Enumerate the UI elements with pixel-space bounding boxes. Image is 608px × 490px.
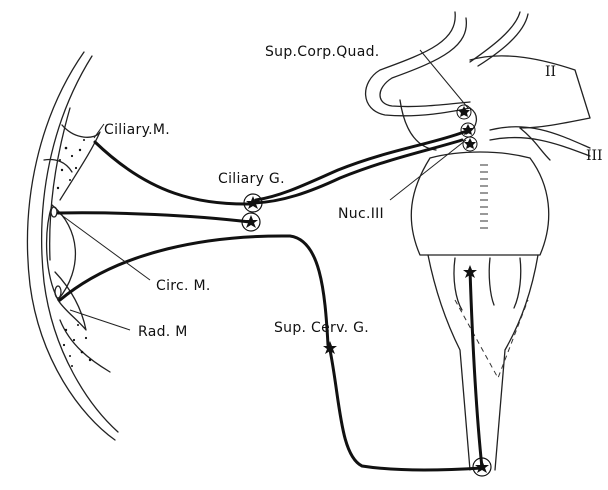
optic-tract <box>470 56 590 128</box>
lens-rim-marker-bottom <box>55 286 61 298</box>
label-optic-nerve: II <box>545 64 556 80</box>
sympathetic-preganglionic-fiber <box>330 350 482 470</box>
fourth-ventricle-dashed <box>455 300 528 378</box>
short-ciliary-nerve-to-circular-muscle <box>58 213 250 222</box>
nucleus-III-cell-2 <box>461 123 475 137</box>
lens-rim-marker-top <box>51 207 57 217</box>
label-sup-cerv-ganglion: Sup. Cerv. G. <box>274 320 369 336</box>
peduncle-loop-inner <box>380 18 470 107</box>
leader-radial-muscle <box>70 310 130 330</box>
pons-midline-striation <box>480 165 488 228</box>
pyramid-right <box>514 258 521 308</box>
lens-right <box>52 205 75 300</box>
label-sup-corp-quad: Sup.Corp.Quad. <box>265 44 380 60</box>
pyramid-mid <box>489 258 494 305</box>
leader-sup-corp-quad <box>420 50 468 108</box>
label-circular-muscle: Circ. M. <box>156 278 211 294</box>
sclera-inner <box>42 56 118 432</box>
label-ciliary-ganglion: Ciliary G. <box>218 171 285 187</box>
label-radial-muscle: Rad. M <box>138 324 188 340</box>
nucleus-III-cell-3 <box>463 137 477 151</box>
tissue-stipple <box>57 139 91 367</box>
leader-ciliary-muscle <box>94 124 104 138</box>
ciliary-body-outline <box>60 125 100 200</box>
nucleus-III-cell-1 <box>457 105 471 119</box>
pyramid-left <box>454 258 462 310</box>
descending-central-tract <box>470 270 482 468</box>
top-right-stalk-2 <box>478 14 528 66</box>
midbrain-right <box>520 128 550 160</box>
medulla-left <box>428 255 470 470</box>
lens-left <box>47 205 58 300</box>
nerve-pathways <box>58 108 482 470</box>
label-ciliary-muscle: Ciliary.M. <box>104 122 170 138</box>
choroid-line <box>50 108 70 260</box>
label-nucleus-III: Nuc.III <box>338 206 384 222</box>
leader-lines <box>60 50 468 330</box>
sclera-outer <box>27 52 115 440</box>
label-oculomotor-nerve: III <box>586 148 603 164</box>
medulla-right <box>495 255 538 470</box>
